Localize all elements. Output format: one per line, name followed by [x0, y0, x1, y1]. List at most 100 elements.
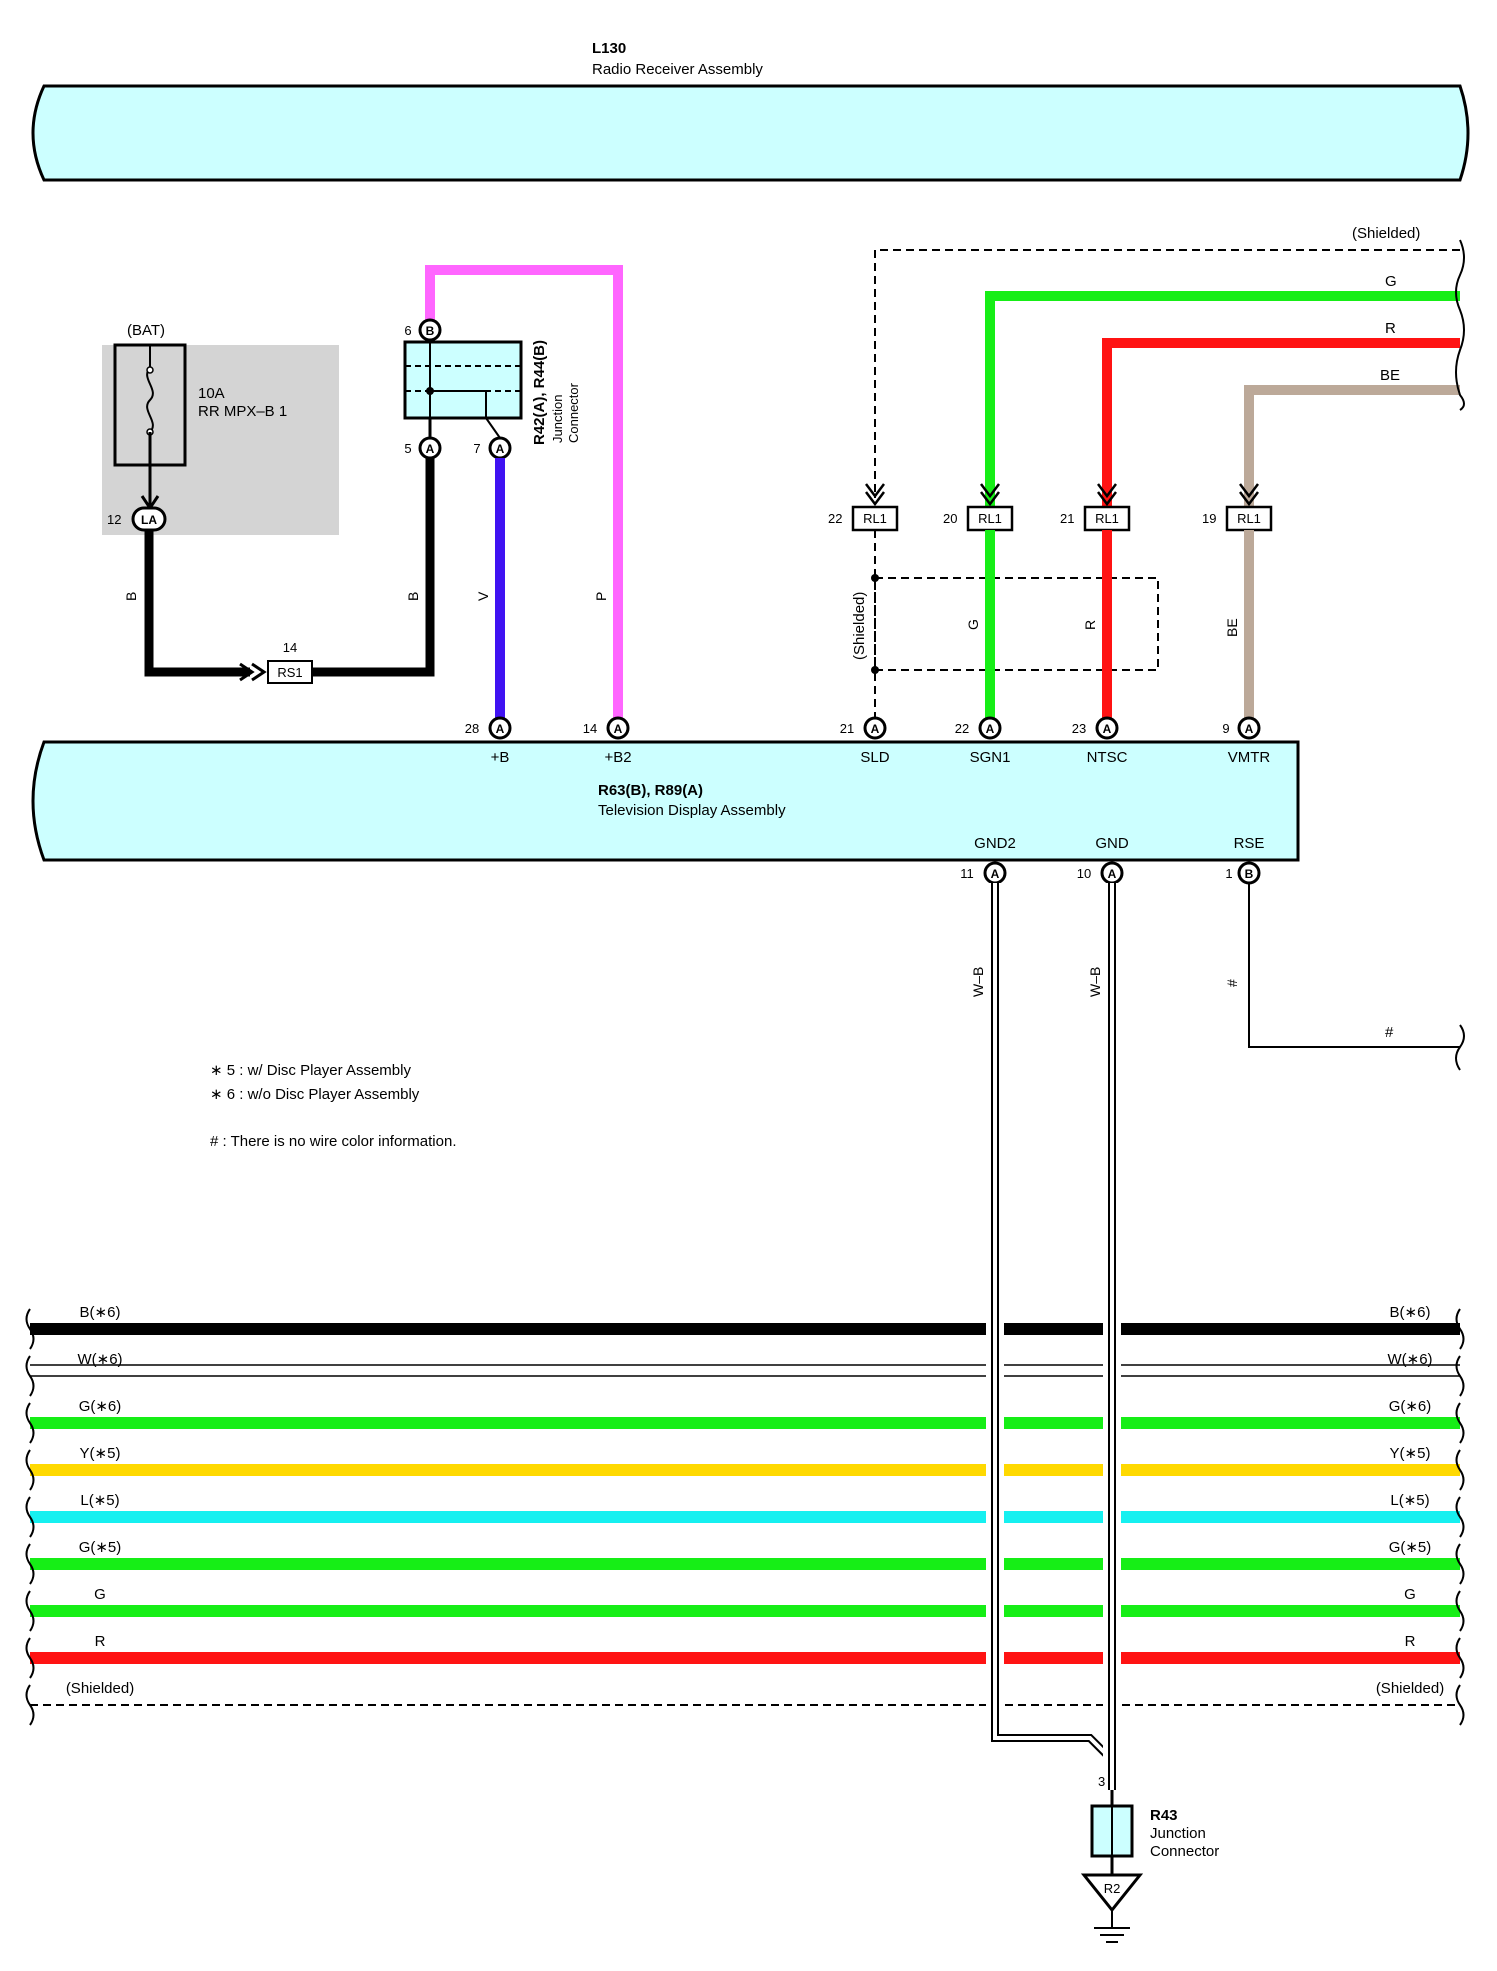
tv-pin-14-name: +B2 [604, 749, 631, 766]
rl1-22-num: 22 [828, 511, 842, 526]
tv-pin-9-letter: A [1245, 722, 1254, 736]
rl1-21-num: 21 [1060, 511, 1074, 526]
tv-pin-22-circle [978, 716, 1002, 740]
junction-r42-pin-6 [418, 318, 442, 342]
bus-wire-break-left [25, 1308, 35, 1350]
wire-color-be: BE [1224, 618, 1240, 637]
wire-color-b-left: B [123, 592, 139, 601]
tv-pin-10: GND A 10 [1077, 835, 1129, 885]
junction-connector-r43: 3 R43 Junction Connector [1090, 1774, 1219, 1875]
tv-pin-21: A 21 SLD [840, 716, 890, 766]
rl1-22-label: RL1 [863, 511, 887, 526]
tv-pin-9-num: 9 [1222, 721, 1229, 736]
tv-pin-21-name: SLD [860, 749, 889, 766]
bus-wire-label-left: G [94, 1586, 106, 1603]
wire-beige-be [1244, 385, 1460, 728]
rl1-connector-21: RL1 21 [1060, 483, 1131, 532]
rl1-20-label: RL1 [978, 511, 1002, 526]
tv-pin-1-num: 1 [1225, 866, 1232, 881]
bus-wire-break-right [1455, 1449, 1465, 1491]
bus-wire-label-right: Y(∗5) [1390, 1445, 1431, 1462]
bus-wire-label-right: G [1404, 1586, 1416, 1603]
tv-assembly-body [31, 740, 1300, 862]
junction-r42-desc1: Junction [550, 395, 565, 443]
wire-color-p: P [593, 592, 609, 601]
bus-wire-label-left: G(∗5) [79, 1539, 122, 1556]
fuse-icon [146, 367, 154, 433]
tv-assembly-code: R63(B), R89(A) [598, 782, 703, 799]
r43-pin-number: 3 [1098, 1774, 1105, 1789]
tv-pin-10-name: GND [1095, 835, 1129, 852]
junction-r42-pin-6-letter: B [426, 324, 435, 338]
tv-pin-14-num: 14 [583, 721, 597, 736]
bus-wire-label-right: L(∗5) [1390, 1492, 1429, 1509]
shielded-top-wire: (Shielded) [874, 225, 1460, 498]
bus-wire-label-right: G(∗6) [1389, 1398, 1432, 1415]
r43-desc1: Junction [1150, 1825, 1206, 1842]
rs1-number: 14 [283, 640, 297, 655]
right-wire-label-be: BE [1380, 367, 1400, 384]
right-edge-break-top [1455, 239, 1465, 411]
rl1-19-arrow-icon [1239, 483, 1259, 507]
bus-wire-break-right [1455, 1402, 1465, 1444]
ground-triangle-icon [1080, 1873, 1144, 1913]
radio-receiver-assembly: L130 Radio Receiver Assembly [31, 40, 1470, 182]
tv-pin-21-letter: A [871, 722, 880, 736]
tv-pin-22-num: 22 [955, 721, 969, 736]
rl1-connector-22: RL1 22 [828, 483, 899, 532]
bus-wire-label-left: W(∗6) [77, 1351, 122, 1368]
wire-color-b-mid: B [405, 592, 421, 601]
radio-receiver-code: L130 [592, 40, 626, 57]
bus-wire-break-left [25, 1543, 35, 1585]
bus-wire-break-right [1455, 1637, 1465, 1679]
junction-r42-code: R42(A), R44(B) [531, 340, 548, 445]
bus-wire-break-left [25, 1496, 35, 1538]
tv-pin-1-name: RSE [1234, 835, 1265, 852]
bus-wire-label-left: (Shielded) [66, 1680, 134, 1697]
tv-pin-28-letter: A [496, 722, 505, 736]
tv-pin-28: A 28 +B [465, 716, 512, 766]
rl1-20-num: 20 [943, 511, 957, 526]
note-disc-player: ∗ 5 : w/ Disc Player Assembly [210, 1062, 411, 1079]
tv-pin-14-circle [606, 716, 630, 740]
tv-pin-11-name: GND2 [974, 835, 1016, 852]
fuse-pin-number: 12 [107, 512, 121, 527]
tv-pin-22: A 22 SGN1 [955, 716, 1010, 766]
bus-wire-label-left: B(∗6) [80, 1304, 121, 1321]
tv-pin-28-name: +B [491, 749, 510, 766]
television-display-assembly: R63(B), R89(A) Television Display Assemb… [31, 740, 1300, 862]
tv-pin-23-num: 23 [1072, 721, 1086, 736]
junction-r42-lead-7 [485, 417, 501, 439]
bus-wire-group: B(∗6)B(∗6)W(∗6)W(∗6)G(∗6)G(∗6)Y(∗5)Y(∗5)… [25, 1304, 1465, 1726]
radio-receiver-body [31, 84, 1470, 182]
fuse-connector-label: LA [141, 513, 157, 527]
junction-connector-r42: B 6 A 5 A 7 R42(A), R44(B) Junction Conn… [403, 265, 623, 728]
rs1-arrow-icon [239, 662, 267, 682]
tv-pin-28-circle [488, 716, 512, 740]
wire-color-v: V [475, 591, 491, 601]
wire-color-g: G [965, 619, 981, 630]
junction-r42-pin-5-letter: A [426, 442, 435, 456]
note-no-disc-player: ∗ 6 : w/o Disc Player Assembly [210, 1086, 420, 1103]
right-wire-label-r: R [1385, 320, 1396, 337]
bus-wire-break-left [25, 1684, 35, 1726]
tv-assembly-name: Television Display Assembly [598, 802, 786, 819]
wire-rse [1248, 883, 1460, 1048]
tv-pin-23: A 23 NTSC [1072, 716, 1128, 766]
rl1-connector-19: RL1 19 [1202, 483, 1273, 532]
fuse-terminal-top [146, 366, 154, 374]
bus-wire-break-left [25, 1637, 35, 1679]
bus-wire-label-right: (Shielded) [1376, 1680, 1444, 1697]
tv-pin-23-letter: A [1103, 722, 1112, 736]
notes: ∗ 5 : w/ Disc Player Assembly ∗ 6 : w/o … [210, 1062, 457, 1150]
wire-color-r: R [1082, 620, 1098, 630]
tv-pin-14: A 14 +B2 [583, 716, 632, 766]
shield-node-top [871, 574, 879, 582]
fuse-area-background [102, 345, 339, 535]
tv-pin-9-name: VMTR [1228, 749, 1271, 766]
junction-r42-pin-6-num: 6 [404, 323, 411, 338]
rl1-19-num: 19 [1202, 511, 1216, 526]
tv-pin-1: RSE B 1 [1225, 835, 1265, 885]
shielded-top-label: (Shielded) [1352, 225, 1420, 242]
right-edge-break-rse [1455, 1024, 1465, 1071]
